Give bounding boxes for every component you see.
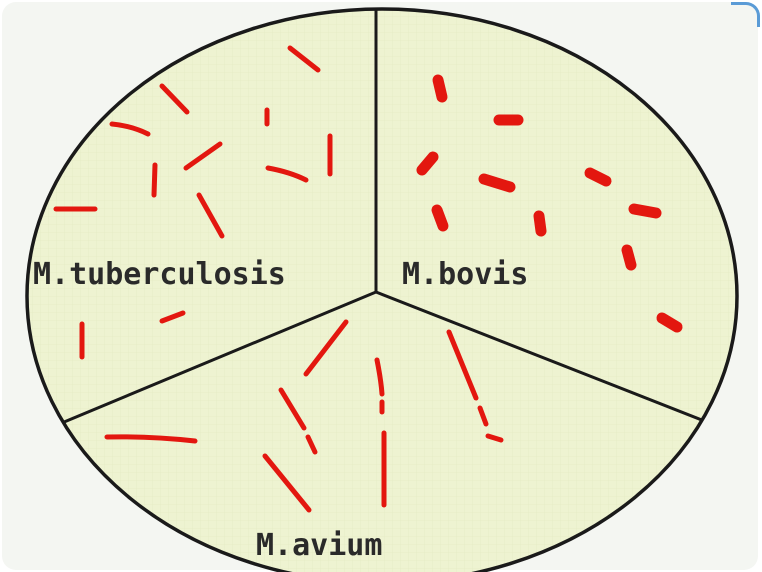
bacillus	[662, 318, 677, 327]
bacillus	[437, 210, 443, 226]
label-bovis: M.bovis	[402, 257, 528, 292]
bacillus	[627, 250, 631, 265]
bacillus	[438, 80, 442, 97]
bacillus	[590, 173, 606, 181]
label-tuberculosis: M.tuberculosis	[33, 257, 286, 292]
bacillus	[484, 179, 510, 187]
label-avium: M.avium	[256, 528, 382, 563]
bacillus	[154, 165, 155, 195]
bacillus	[539, 216, 541, 231]
bacillus	[634, 209, 656, 213]
